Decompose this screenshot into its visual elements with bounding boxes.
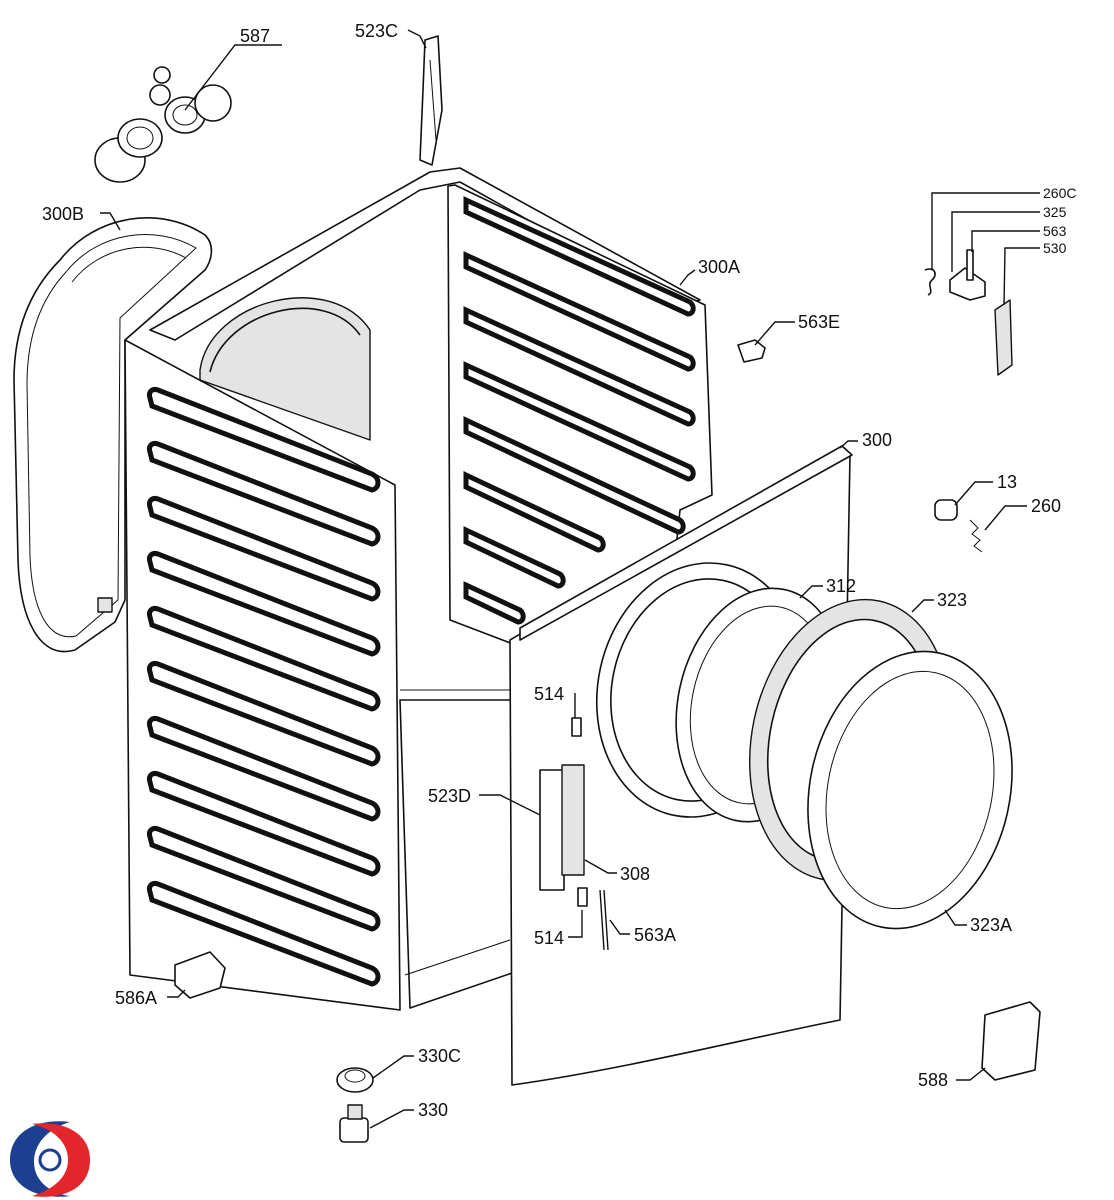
label-523D: 523D [428,786,471,806]
label-588: 588 [918,1070,948,1090]
part-587-caps [94,66,232,183]
label-563: 563 [1043,223,1067,239]
part-300B-rear-frame [13,217,213,653]
label-514-bottom: 514 [534,928,564,948]
label-323A: 323A [970,915,1012,935]
swirl-logo-icon [10,1121,90,1197]
label-308: 308 [620,864,650,884]
label-300A: 300A [698,257,740,277]
label-330: 330 [418,1100,448,1120]
label-530: 530 [1043,240,1067,256]
label-323: 323 [937,590,967,610]
right-panel-slots [463,196,696,625]
part-586A-bracket [174,951,226,999]
part-514-screws [571,717,588,907]
part-lock-assembly [924,249,1013,376]
part-labels: 587 523C 300B 300A 563E 260C 325 563 530… [42,21,1076,1120]
label-260C: 260C [1043,185,1076,201]
part-563E-clip [737,339,766,363]
part-330C-nut [336,1067,374,1093]
leader-lines [100,29,1040,1129]
label-260: 260 [1031,496,1061,516]
label-300B: 300B [42,204,84,224]
label-514-top: 514 [534,684,564,704]
part-588-cover [981,1001,1041,1081]
label-563A: 563A [634,925,676,945]
label-13: 13 [997,472,1017,492]
part-13-260-knob-spring [934,499,983,553]
label-563E: 563E [798,312,840,332]
label-587: 587 [240,26,270,46]
part-330-valve [339,1104,369,1143]
label-523C: 523C [355,21,398,41]
label-300: 300 [862,430,892,450]
label-586A: 586A [115,988,157,1008]
left-panel-slots [147,387,381,987]
part-563A-rod [599,889,609,951]
door-assembly [595,562,1013,930]
label-325: 325 [1043,204,1067,220]
label-312: 312 [826,576,856,596]
label-330C: 330C [418,1046,461,1066]
